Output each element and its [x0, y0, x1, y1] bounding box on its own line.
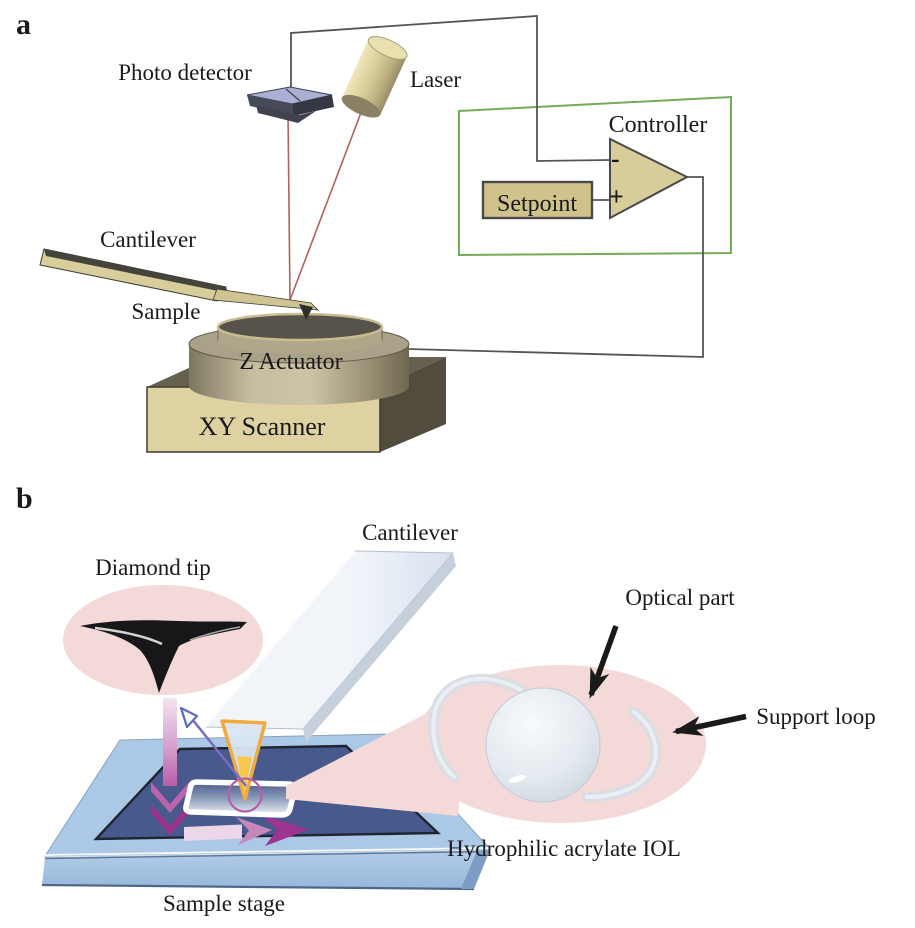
feedback-loop-box: [458, 95, 732, 257]
stage-front-face: [42, 850, 490, 889]
diamond-tip-shape: [80, 620, 247, 693]
cantilever-beam-bevel: [303, 553, 456, 742]
setpoint-box: [481, 180, 594, 220]
scan-arrow-down: [151, 698, 189, 835]
cantilever-a-label: Cantilever: [100, 227, 196, 252]
scan-arrow-right: [184, 815, 309, 846]
cantilever-top-edge: [44, 249, 228, 293]
panel-b: b Cantilever Diamond tip Optical part Su…: [16, 482, 876, 916]
tip-approach-arrowhead: [179, 706, 199, 729]
sample-label: Sample: [132, 299, 201, 324]
probe-tip-a: [299, 304, 313, 320]
laser-beam-incident: [289, 109, 363, 301]
op-amp-minus: -: [611, 144, 620, 173]
detector-to-controller-wire: [290, 15, 610, 162]
iol-label: Hydrophilic acrylate IOL: [447, 836, 681, 861]
setpoint-label: Setpoint: [497, 191, 577, 217]
photo-detector-seam: [285, 88, 301, 102]
photo-detector-front-left: [247, 95, 293, 116]
iol-haptics: [428, 673, 661, 802]
support-loop-label: Support loop: [756, 704, 875, 729]
stage-bottom-edge: [41, 883, 475, 891]
stage-edge-shadow: [44, 850, 491, 860]
photo-detector-front-right: [292, 95, 334, 116]
cantilever-assembly-b: [203, 550, 456, 742]
support-loop-arrow: [672, 713, 747, 736]
haptic-left-inner: [431, 676, 523, 779]
tip-cone-core: [237, 756, 252, 796]
optical-part-arrow: [588, 625, 619, 699]
cantilever-tip-section: [212, 288, 320, 311]
sample-stage-label: Sample stage: [163, 891, 285, 916]
op-amp-triangle: [609, 137, 690, 220]
lens-optic: [485, 687, 601, 803]
z-actuator-label: Z Actuator: [239, 349, 342, 375]
diamond-tip-highlight-2: [189, 626, 241, 641]
photo-detector-label: Photo detector: [118, 60, 252, 85]
controller-output-wire: [407, 176, 704, 358]
stage-right-bevel: [461, 850, 490, 889]
cantilever-beam-highlight: [204, 550, 356, 728]
op-amp-plus: +: [609, 182, 624, 211]
laser-beam-reflected: [287, 112, 291, 301]
tip-approach-arrow: [191, 718, 247, 787]
laser-cylinder: [341, 36, 408, 118]
haptic-right-inner: [585, 710, 658, 799]
photo-detector: [246, 86, 334, 123]
photo-detector-base: [256, 105, 316, 123]
contact-circle: [227, 777, 263, 813]
optical-part-label: Optical part: [625, 585, 735, 610]
panel-a-tag: a: [16, 8, 31, 41]
sample-disc: [216, 312, 384, 354]
diamond-tip-label: Diamond tip: [95, 555, 211, 580]
stage-edge-highlight: [44, 847, 491, 856]
xy-scanner-label: XY Scanner: [199, 412, 326, 441]
diamond-tip-highlight: [94, 626, 163, 646]
cantilever-b-label: Cantilever: [362, 520, 458, 545]
controller-label: Controller: [609, 112, 708, 138]
laser-label: Laser: [410, 67, 461, 92]
panel-a: - + Setpoint a: [16, 8, 732, 453]
lens-highlight: [508, 775, 526, 783]
cantilever-assembly-a: [39, 248, 320, 320]
panel-b-tag: b: [16, 482, 33, 515]
